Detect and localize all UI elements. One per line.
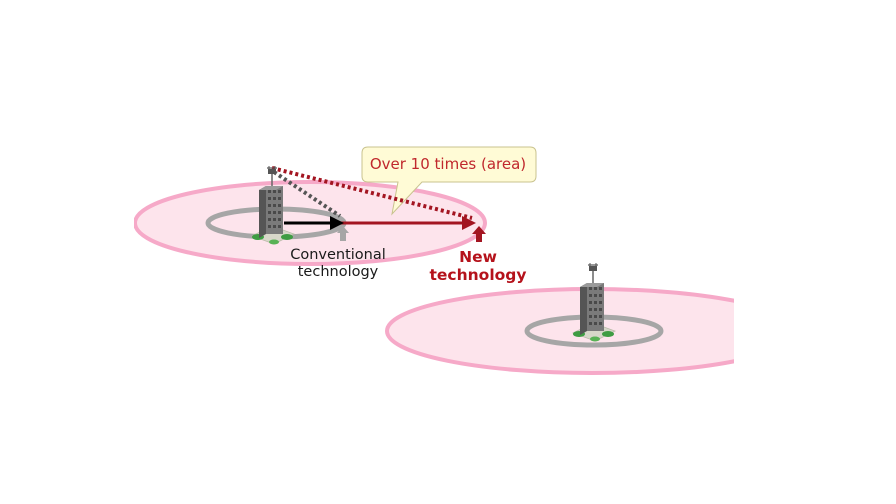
- new-technology-marker-arrow: [472, 226, 486, 242]
- callout-text: Over 10 times (area): [369, 155, 527, 173]
- new-label-line1: New: [459, 248, 497, 266]
- conventional-label-line2: technology: [297, 264, 379, 280]
- new-range-dotted-line: [271, 166, 473, 220]
- new-technology-label: New technology: [418, 248, 538, 284]
- callout-bubble: [361, 146, 537, 216]
- new-technology-arrowhead: [462, 216, 476, 230]
- conventional-range-dotted-line: [272, 170, 342, 218]
- conventional-technology-label: Conventional technology: [278, 247, 398, 281]
- conventional-label-line1: Conventional: [290, 247, 386, 263]
- conventional-arrowhead: [330, 216, 344, 230]
- conventional-marker-arrow: [337, 226, 349, 241]
- new-label-line2: technology: [429, 266, 527, 284]
